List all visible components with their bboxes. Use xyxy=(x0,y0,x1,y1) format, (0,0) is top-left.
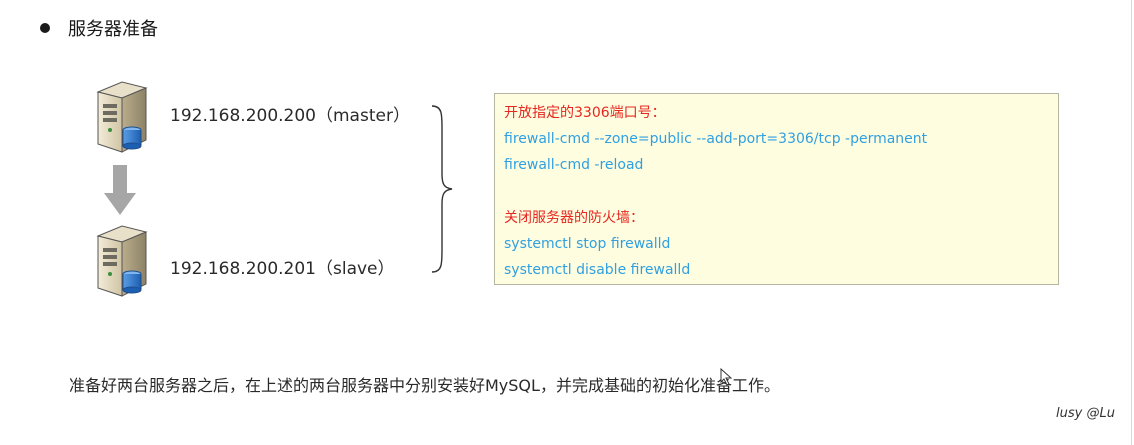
firewall-instructions-box: 开放指定的3306端口号： firewall-cmd --zone=public… xyxy=(494,93,1059,285)
reload-command: firewall-cmd -reload xyxy=(504,157,644,173)
section-heading: 服务器准备 xyxy=(40,14,158,42)
mouse-cursor-icon xyxy=(720,368,732,386)
heading-title: 服务器准备 xyxy=(68,19,158,40)
disable-firewall-command: systemctl disable firewalld xyxy=(504,262,691,278)
author-watermark: lusy @Lu xyxy=(1056,406,1115,421)
slide-right-border xyxy=(1131,0,1132,445)
bullet-icon xyxy=(40,23,50,33)
down-arrow-icon xyxy=(104,165,136,215)
master-server-label: 192.168.200.200（master） xyxy=(170,106,410,126)
open-port-heading: 开放指定的3306端口号： xyxy=(504,105,666,121)
slave-server-label: 192.168.200.201（slave） xyxy=(170,259,395,279)
server-icon xyxy=(96,81,148,153)
stop-firewall-command: systemctl stop firewalld xyxy=(504,236,671,252)
spacer-line xyxy=(504,178,1058,205)
close-firewall-heading: 关闭服务器的防火墙： xyxy=(504,210,644,226)
server-icon xyxy=(96,225,148,297)
add-port-command: firewall-cmd --zone=public --add-port=33… xyxy=(504,131,928,147)
curly-brace-icon xyxy=(431,105,453,273)
footer-description: 准备好两台服务器之后，在上述的两台服务器中分别安装好MySQL，并完成基础的初始… xyxy=(69,376,780,395)
